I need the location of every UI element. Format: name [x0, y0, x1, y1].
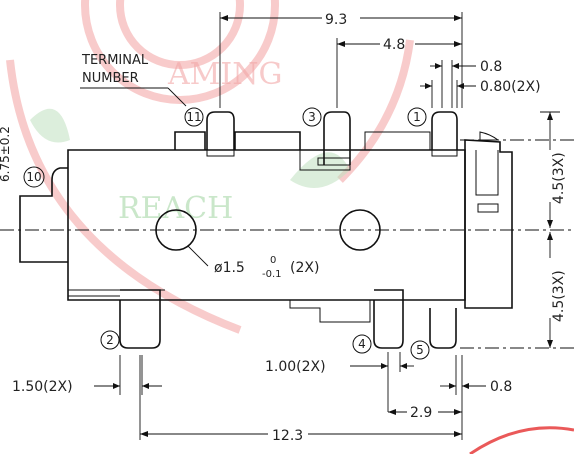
dim-0-8-top: 0.8 — [430, 59, 502, 108]
terminal-marker-11: 11 — [184, 107, 204, 127]
dim-2-9: 2.9 — [388, 405, 462, 421]
terminal-number-label: TERMINAL NUMBER — [80, 53, 187, 107]
housing — [67, 131, 513, 323]
mounting-hole-left — [155, 209, 197, 251]
dim-0-80-2x-text: 0.80(2X) — [480, 79, 541, 95]
watermark-arc-left — [6, 59, 242, 334]
watermark-stamp-edge — [469, 426, 574, 454]
terminal-4-pin — [373, 289, 404, 349]
hole-label-prefix: ø1.5 — [214, 260, 245, 276]
terminal-marker-3: 3 — [302, 107, 322, 127]
hole-label-tol-upper: 0 — [270, 255, 276, 266]
dim-4-8-text: 4.8 — [383, 37, 405, 53]
terminal-3-pin — [317, 111, 351, 166]
dim-1-50-2x-text: 1.50(2X) — [12, 379, 73, 395]
watermark-leaf-left — [30, 108, 70, 143]
dim-1-50-2x: 1.50(2X) — [12, 355, 162, 395]
terminal-marker-5: 5 — [410, 340, 430, 360]
terminal-2-pin — [119, 289, 161, 349]
dim-12-3: 12.3 — [139, 355, 463, 444]
terminal-marker-2: 2 — [100, 330, 120, 350]
svg-text:1: 1 — [413, 110, 421, 124]
watermark: AMING REACH — [6, 0, 574, 454]
terminal-11-pin — [206, 111, 235, 157]
dim-9-3: 9.3 — [219, 12, 463, 108]
dim-4-5-upper: 4.5(3X) — [540, 111, 567, 228]
dim-9-3-text: 9.3 — [325, 12, 347, 28]
dim-4-8: 4.8 — [336, 37, 462, 108]
dim-12-3-text: 12.3 — [272, 428, 303, 444]
dim-4-5-lower: 4.5(3X) — [547, 232, 567, 348]
dim-4-5-lower-text: 4.5(3X) — [551, 270, 567, 322]
dim-0-8-bottom: 0.8 — [440, 355, 512, 412]
watermark-text-reach: REACH — [118, 191, 233, 226]
dim-0-80-2x: 0.80(2X) — [420, 79, 541, 108]
terminal-marker-4: 4 — [352, 334, 372, 354]
dim-0-8-bottom-text: 0.8 — [490, 379, 512, 395]
mounting-hole-right — [339, 209, 381, 251]
svg-text:2: 2 — [106, 333, 114, 347]
svg-text:3: 3 — [308, 110, 316, 124]
terminal-marker-10: 10 — [23, 166, 45, 188]
terminal-10-stub — [19, 167, 68, 263]
dim-1-00-2x: 1.00(2X) — [265, 352, 414, 412]
dim-4-5-upper-text: 4.5(3X) — [551, 152, 567, 204]
dim-1-00-2x-text: 1.00(2X) — [265, 359, 326, 375]
terminal-label-line2: NUMBER — [82, 71, 139, 86]
svg-text:11: 11 — [186, 110, 201, 124]
watermark-arc-right — [337, 39, 414, 183]
terminal-label-line1: TERMINAL — [81, 53, 149, 68]
dim-0-8-top-text: 0.8 — [480, 59, 502, 75]
watermark-text-aming: AMING — [167, 57, 282, 92]
dim-edge-cut: 6.75±0.2 — [0, 126, 12, 182]
terminal-marker-1: 1 — [407, 107, 427, 127]
hole-label-qty: (2X) — [290, 260, 319, 276]
dim-edge-cut-text: 6.75±0.2 — [0, 126, 12, 182]
svg-text:5: 5 — [416, 343, 424, 357]
dim-2-9-text: 2.9 — [410, 405, 432, 421]
terminal-1-pin — [431, 111, 458, 157]
svg-text:10: 10 — [26, 170, 41, 184]
hole-label-tol-lower: -0.1 — [262, 269, 282, 280]
watermark-circle-inner — [116, 0, 244, 69]
terminal-5-pin — [429, 308, 457, 349]
hole-label: ø1.5 0 -0.1 (2X) — [187, 245, 319, 280]
svg-text:4: 4 — [358, 337, 366, 351]
